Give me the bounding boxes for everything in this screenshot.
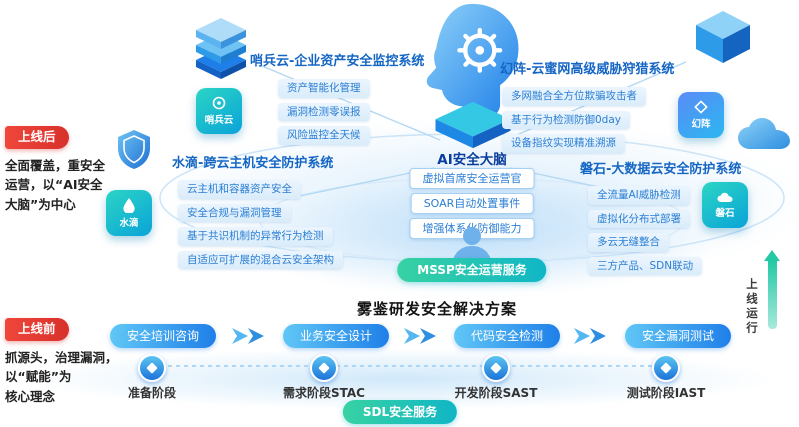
stage-glyph	[146, 362, 158, 374]
stage-glyph	[490, 362, 502, 374]
sdl-step: 业务安全设计	[282, 324, 390, 348]
sdl-solution-title: 雾鉴研发安全解决方案	[356, 300, 518, 318]
cloud-icon	[738, 118, 790, 149]
panshi-logo-label: 磐石	[715, 207, 735, 219]
feature-pill: 虚拟化分布式部署	[588, 209, 690, 228]
feature-pill: 全流量AI威胁检测	[588, 186, 690, 205]
feature-pill: 多网融合全方位欺骗攻击者	[502, 87, 646, 106]
feature-pill: 风险监控全天候	[278, 126, 370, 145]
go-live-label: 上线运行	[745, 278, 759, 336]
feature-pill: 资产智能化管理	[278, 79, 370, 98]
sentinel-logo: 哨兵云	[196, 88, 242, 134]
feature-pill: 基于共识机制的异常行为检测	[178, 227, 333, 246]
feature-pill: 安全合规与漏洞管理	[178, 203, 291, 222]
stage-label: 需求阶段STAC	[283, 386, 365, 400]
server-stack-icon	[196, 18, 246, 79]
feature-pill: 三方产品、SDN联动	[588, 256, 703, 275]
up-arrow-icon	[764, 250, 780, 329]
sdl-service-pill: SDL安全服务	[342, 400, 458, 424]
ai-brain-feature: SOAR自动处置事件	[410, 193, 534, 214]
panshi-logo: 磐石	[702, 182, 748, 228]
huanzhen-group: 幻阵-云蜜网高级威胁狩猎系统 多网融合全方位欺骗攻击者 基于行为检测防御0day…	[500, 58, 674, 158]
stage-label: 测试阶段IAST	[626, 386, 706, 400]
phase-after-badge: 上线后	[5, 126, 69, 149]
phase-before-note: 抓源头，治理漏洞， 以“赋能”为 核心理念	[5, 350, 118, 404]
shield-icon	[118, 130, 150, 169]
shuidi-group: 水滴-跨云主机安全防护系统 云主机和容器资产安全 安全合规与漏洞管理 基于共识机…	[172, 152, 343, 274]
stage-circle	[138, 354, 166, 382]
stage-circle	[310, 354, 338, 382]
feature-pill: 云主机和容器资产安全	[178, 180, 301, 199]
sentinel-group: 哨兵云-企业资产安全监控系统 资产智能化管理 漏洞检测零误报 风险监控全天候	[250, 50, 424, 150]
mini-cloud-icon	[717, 192, 733, 202]
sdl-step: 安全培训咨询	[109, 324, 217, 348]
feature-pill: 自适应可扩展的混合云安全架构	[178, 250, 343, 269]
feature-pill: 多云无缝整合	[588, 233, 669, 252]
stage-glyph	[318, 362, 330, 374]
brain-pedestal-cube-icon	[435, 101, 511, 149]
ai-brain-feature: 虚拟首席安全运营官	[409, 168, 535, 189]
gear-icon	[457, 27, 503, 73]
stage-circle	[482, 354, 510, 382]
phase-before-badge: 上线前	[5, 318, 69, 341]
stage-circle	[652, 354, 680, 382]
sentinel-logo-label: 哨兵云	[204, 115, 234, 126]
stage-label: 开发阶段SAST	[454, 386, 538, 400]
sdl-step: 安全漏洞测试	[624, 324, 732, 348]
shuidi-logo: 水滴	[106, 190, 152, 236]
ai-brain-title: AI安全大脑	[437, 152, 507, 168]
flow-arrow-icon	[232, 328, 264, 344]
panshi-title: 磐石-大数据云安全防护系统	[580, 162, 742, 177]
radar-icon	[212, 96, 226, 110]
stage-glyph	[660, 362, 672, 374]
ai-head-icon	[426, 3, 519, 119]
huanzhen-title: 幻阵-云蜜网高级威胁狩猎系统	[500, 62, 675, 77]
shuidi-logo-label: 水滴	[119, 217, 139, 229]
diamond-icon	[694, 100, 708, 114]
stage-label: 准备阶段	[127, 386, 177, 400]
feature-pill: 基于行为检测防御0day	[502, 110, 630, 129]
feature-pill: 漏洞检测零误报	[278, 102, 370, 121]
shuidi-title: 水滴-跨云主机安全防护系统	[172, 156, 334, 171]
mssp-service-pill: MSSP安全运营服务	[397, 258, 547, 282]
phase-after-note: 全面覆盖，重安全 运营，以“AI安全 大脑”为中心	[5, 158, 106, 212]
cube-icon	[696, 11, 750, 63]
sdl-step: 代码安全检测	[453, 324, 561, 348]
sentinel-title: 哨兵云-企业资产安全监控系统	[250, 54, 425, 69]
panshi-group: 磐石-大数据云安全防护系统 全流量AI威胁检测 虚拟化分布式部署 多云无缝整合 …	[580, 158, 741, 280]
huanzhen-logo: 幻阵	[678, 92, 724, 138]
water-drop-icon	[123, 197, 135, 213]
huanzhen-logo-label: 幻阵	[691, 119, 711, 130]
flow-arrow-icon	[404, 328, 436, 344]
feature-pill: 设备指纹实现精准溯源	[502, 134, 625, 153]
flow-arrow-icon	[574, 328, 606, 344]
